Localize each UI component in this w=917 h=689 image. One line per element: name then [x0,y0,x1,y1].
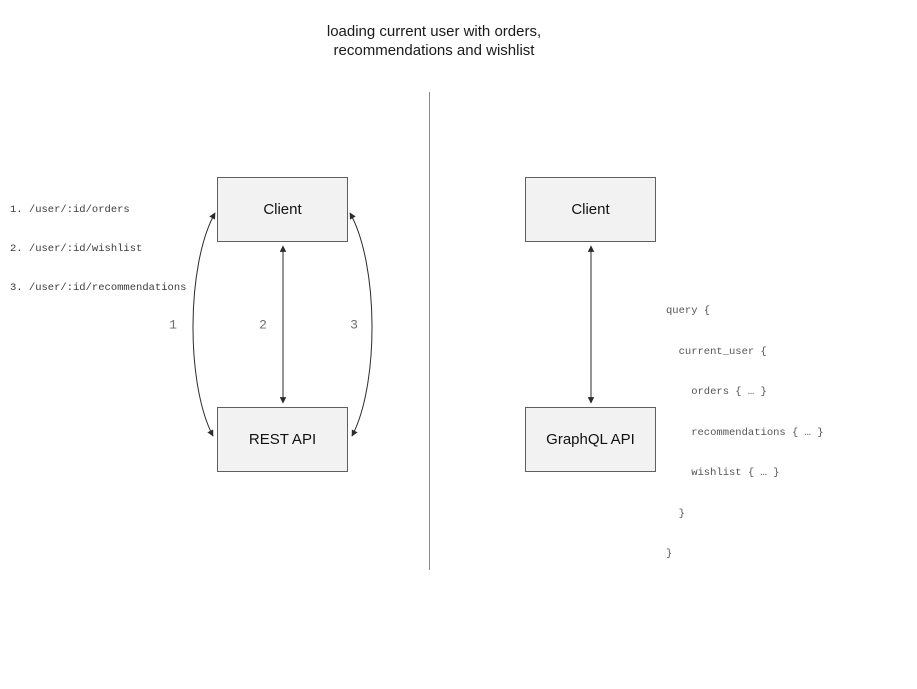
endpoint-item: 3. /user/:id/recommendations [10,282,187,294]
query-line: current_user { [666,345,767,358]
arrow-label-2: 2 [259,317,267,333]
arrow-label-1: 1 [169,317,177,333]
title-line-1: loading current user with orders, [326,23,542,40]
arrow-label-3: 3 [350,317,358,333]
client-box-graphql: Client [525,177,656,242]
title-line-2: recommendations and wishlist [333,42,535,59]
graphql-api-box-label: GraphQL API [546,431,635,448]
endpoint-item: 2. /user/:id/wishlist [10,243,143,255]
diagram-title: loading current user with orders, recomm… [184,22,684,60]
arrow-1-curve [192,212,216,437]
endpoint-item: 1. /user/:id/orders [10,204,130,216]
query-line: wishlist { … } [666,467,780,479]
divider-line [429,92,430,570]
rest-api-box-label: REST API [248,431,317,448]
client-box-rest-label: Client [263,201,302,218]
graphql-api-box: GraphQL API [525,407,656,472]
query-line: recommendations { … } [666,426,824,439]
rest-api-box: REST API [217,407,348,472]
rest-endpoints-list: 1. /user/:id/orders 2. /user/:id/wishlis… [10,178,186,321]
query-line: } [666,548,673,560]
client-box-rest: Client [217,177,348,242]
query-line: orders { … } [666,386,767,398]
client-box-graphql-label: Client [571,201,610,218]
query-line: } [666,507,685,520]
graphql-query-code: query { current_user { orders { … } reco… [666,278,824,589]
query-line: query { [666,305,711,317]
